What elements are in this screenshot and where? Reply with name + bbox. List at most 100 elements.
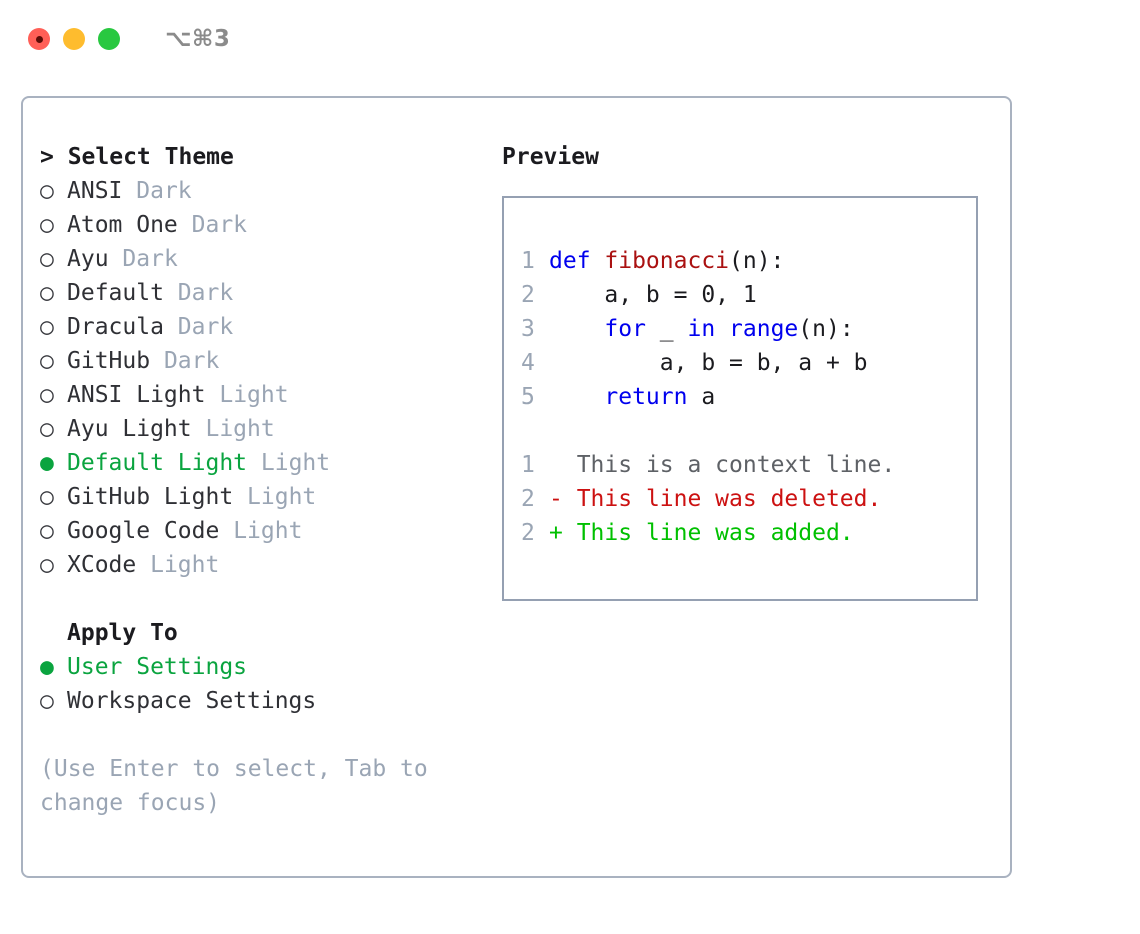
theme-option-ansi-light[interactable]: ○ANSI Light Light [40, 378, 480, 412]
line-number: 2 [521, 520, 535, 546]
theme-option-kind: Dark [177, 314, 234, 340]
theme-option-label: Google Code [67, 518, 220, 544]
maximize-button-icon[interactable] [98, 28, 120, 50]
select-theme-header: > Select Theme [40, 144, 234, 170]
radio-selected-icon: ● [40, 450, 54, 476]
theme-option-dracula[interactable]: ○ Dracula Dark [40, 310, 480, 344]
theme-option-kind: Light [260, 450, 331, 476]
theme-dialog-panel: > Select Theme ○ANSI Dark○Atom One Dark○… [21, 96, 1012, 878]
code-line: 1 def fibonacci(n): [504, 244, 976, 278]
code-token [549, 316, 604, 342]
code-token: a [687, 384, 716, 410]
code-token: a, b = b, a + b [549, 350, 868, 376]
keyboard-hint: (Use Enter to select, Tab to change focu… [40, 756, 428, 816]
theme-option-label: Atom One [67, 212, 178, 238]
radio-unselected-icon: ○ [40, 246, 54, 272]
diff-marker [549, 452, 577, 478]
theme-option-label: Ayu Light [67, 416, 192, 442]
theme-option-label: Dracula [67, 314, 164, 340]
theme-option-label: ANSI Light [67, 382, 206, 408]
list-spacer [40, 582, 480, 616]
theme-option-default[interactable]: ○ Default Dark [40, 276, 480, 310]
theme-option-kind: Dark [191, 212, 248, 238]
theme-option-kind: Light [150, 552, 220, 578]
radio-unselected-icon: ○ [40, 280, 54, 306]
code-line: 4 a, b = b, a + b [504, 346, 976, 380]
apply-to-option-user-settings[interactable]: ● User Settings [40, 650, 480, 684]
theme-option-kind: Dark [177, 280, 234, 306]
theme-option-kind: Dark [136, 178, 192, 204]
radio-unselected-icon: ○ [40, 314, 54, 340]
preview-header: Preview [502, 144, 599, 170]
radio-unselected-icon: ○ [40, 178, 54, 204]
theme-option-label: Ayu [67, 246, 109, 272]
theme-option-label: Default Light [67, 450, 248, 476]
apply-to-list[interactable]: ● User Settings ○ Workspace Settings [40, 650, 480, 718]
theme-option-kind: Dark [163, 348, 220, 374]
theme-option-ayu[interactable]: ○ Ayu Dark [40, 242, 480, 276]
theme-option-ayu-light[interactable]: ○Ayu Light Light [40, 412, 480, 446]
theme-option-kind: Dark [122, 246, 178, 272]
line-number: 2 [521, 282, 535, 308]
theme-option-kind: Light [233, 518, 303, 544]
apply-to-option-workspace-settings[interactable]: ○ Workspace Settings [40, 684, 480, 718]
theme-option-label: ANSI [67, 178, 123, 204]
window-title: ⌥⌘3 [165, 26, 231, 52]
theme-option-google-code[interactable]: ○ Google Code Light [40, 514, 480, 548]
theme-option-atom-one[interactable]: ○ Atom One Dark [40, 208, 480, 242]
close-button-icon[interactable] [28, 28, 50, 50]
code-token [549, 384, 604, 410]
code-token: _ [645, 316, 688, 342]
diff-text: This line was added. [576, 520, 854, 546]
code-token: (n): [798, 316, 854, 342]
diff-line-add: 2 + This line was added. [504, 516, 976, 550]
theme-option-label: GitHub [67, 348, 151, 374]
theme-option-github-light[interactable]: ○ GitHub Light Light [40, 480, 480, 514]
code-token: fibonacci [604, 248, 730, 274]
line-number: 1 [521, 452, 535, 478]
code-line: 3 for _ in range(n): [504, 312, 976, 346]
theme-list[interactable]: ○ ANSI Dark ○ Atom One Dark ○ Ayu Dark ○ Defaul… [40, 174, 480, 582]
theme-option-label: Default [67, 280, 164, 306]
apply-to-option-label: User Settings [67, 654, 248, 680]
line-number: 4 [521, 350, 535, 376]
apply-to-header: Apply To [67, 620, 178, 646]
diff-marker: + [549, 520, 577, 546]
diff-text: This line was deleted. [576, 486, 882, 512]
theme-option-kind: Light [219, 382, 289, 408]
radio-selected-icon: ● [40, 654, 54, 680]
apply-to-option-label: Workspace Settings [67, 688, 317, 714]
diff-line-del: 2- This line was deleted. [504, 482, 976, 516]
minimize-button-icon[interactable] [63, 28, 85, 50]
line-number: 2 [521, 486, 535, 512]
code-token: def [549, 248, 605, 274]
line-number: 1 [521, 248, 535, 274]
theme-option-label: GitHub Light [67, 484, 234, 510]
code-token: return [604, 384, 688, 410]
radio-unselected-icon: ○ [40, 688, 54, 714]
theme-option-default-light[interactable]: ● Default Light Light [40, 446, 480, 480]
radio-unselected-icon: ○ [40, 518, 54, 544]
diff-text: This is a context line. [576, 452, 896, 478]
theme-option-xcode[interactable]: ○ XCode Light [40, 548, 480, 582]
radio-unselected-icon: ○ [40, 552, 54, 578]
code-token [715, 316, 729, 342]
theme-option-kind: Light [247, 484, 317, 510]
radio-unselected-icon: ○ [40, 212, 54, 238]
theme-option-github[interactable]: ○GitHub Dark [40, 344, 480, 378]
radio-unselected-icon: ○ [40, 416, 54, 442]
code-token: range [729, 316, 799, 342]
radio-unselected-icon: ○ [40, 484, 54, 510]
line-number: 5 [521, 384, 535, 410]
code-token: for [604, 316, 646, 342]
code-line: 2 a, b = 0, 1 [504, 278, 976, 312]
traffic-lights [28, 28, 120, 50]
theme-option-ansi[interactable]: ○ ANSI Dark [40, 174, 480, 208]
code-token: a, b = 0, 1 [549, 282, 757, 308]
code-diff-spacer [504, 414, 976, 448]
theme-option-label: XCode [67, 552, 137, 578]
code-token: (n): [729, 248, 785, 274]
